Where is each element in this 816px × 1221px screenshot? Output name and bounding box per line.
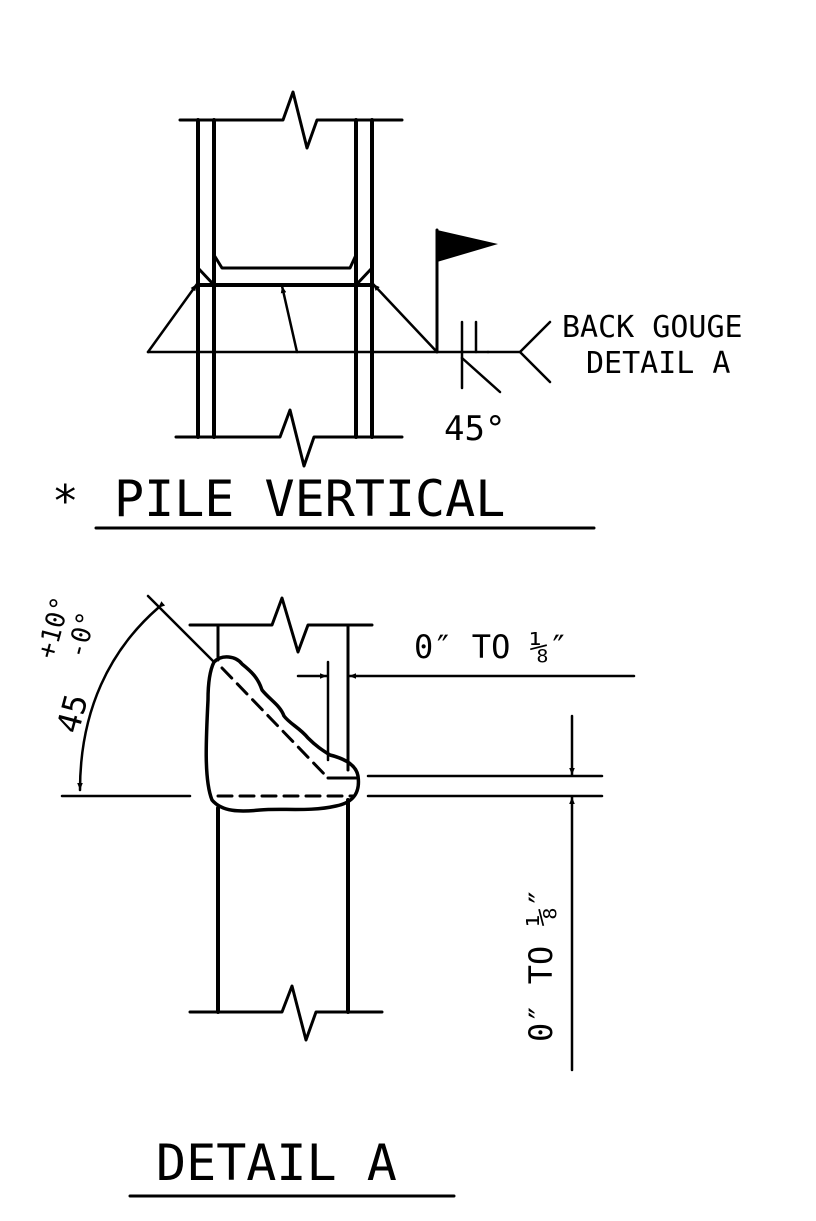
field-weld-flag-icon [437, 230, 498, 262]
leader-arrow-right [371, 282, 439, 354]
detail-top-break-line [188, 596, 374, 654]
gap-vertical-label: 0″ TO ⅛″ [522, 888, 560, 1042]
right-bevel [354, 266, 374, 287]
angle-arc [77, 601, 166, 792]
gap-horizontal-label: 0″ TO ⅛″ [414, 628, 568, 666]
splice-bevel [212, 253, 358, 270]
angle-extension-line [146, 594, 216, 664]
angle-value: 45 [49, 690, 96, 737]
pile-vertical-view: BACK GOUGE DETAIL A 45° * PILE VERTICAL [52, 90, 743, 530]
top-break-line [178, 90, 404, 150]
detail-a-view: 45 +10° -0° 0″ TO ⅛″ 0″ TO ⅛″ DETAIL A [32, 594, 636, 1198]
bevel-symbol-diagonal [460, 356, 502, 394]
detail-a-title: DETAIL A [156, 1134, 397, 1192]
detail-a-reference: DETAIL A [586, 346, 731, 381]
weld-bead-outline [204, 655, 361, 813]
bevel-angle-label: 45° [444, 409, 505, 449]
leader-arrow-left [146, 282, 199, 354]
bevel-hidden-line [220, 666, 330, 780]
detail-bottom-break-line [188, 984, 384, 1042]
bottom-break-line [174, 408, 404, 468]
pile-vertical-asterisk: * [52, 476, 79, 527]
back-gouge-note: BACK GOUGE [562, 310, 743, 345]
pile-vertical-title: PILE VERTICAL [114, 470, 505, 528]
leader-arrow-center [280, 284, 299, 354]
weld-tail [518, 320, 552, 384]
left-bevel [196, 266, 216, 287]
